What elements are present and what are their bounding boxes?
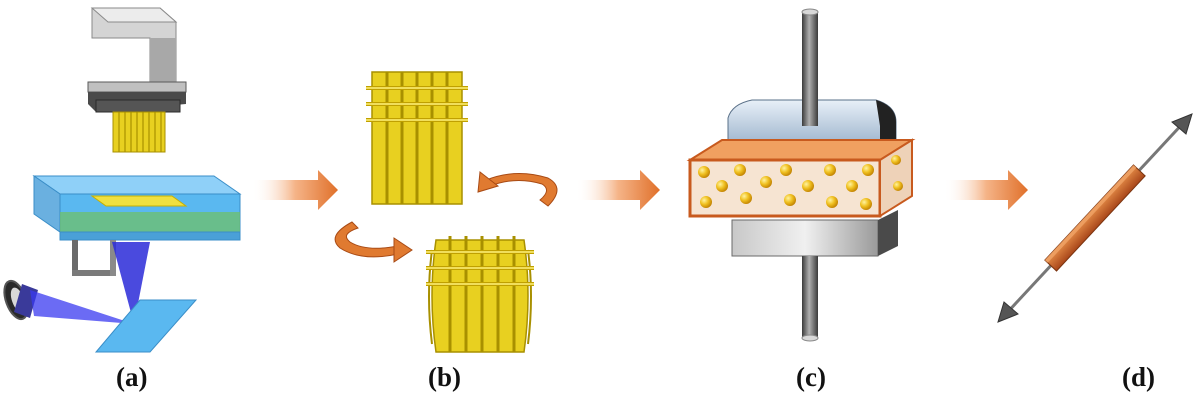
rotation-arrow-bottom <box>334 221 413 263</box>
filler-particles <box>698 155 903 210</box>
load-arrow-top-icon <box>1171 113 1193 135</box>
panel-label-d: (d) <box>1122 362 1155 392</box>
panel-b-lattice <box>334 71 558 353</box>
specimen-bar <box>1044 164 1146 272</box>
panel-label-c: (c) <box>796 362 826 392</box>
process-arrow-a-b <box>252 170 338 210</box>
press-rod-bottom <box>801 256 819 342</box>
bath-stand <box>72 240 116 276</box>
rotation-arrow-top <box>477 171 558 207</box>
panel-label-a: (a) <box>116 362 148 392</box>
lattice-flat <box>366 71 468 205</box>
print-nozzles <box>112 111 166 153</box>
panel-c-press <box>686 8 916 342</box>
lattice-stacked <box>426 236 534 353</box>
process-arrow-c-d <box>944 170 1028 210</box>
resin-bath <box>32 175 242 241</box>
process-arrow-b-c <box>576 170 660 210</box>
panel-label-b: (b) <box>428 362 461 392</box>
print-head <box>87 7 187 113</box>
panel-a-printer <box>3 7 242 353</box>
press-lower-plate <box>731 210 898 257</box>
laser-beams <box>30 242 150 324</box>
composite-specimen <box>686 138 916 218</box>
panel-d-specimen <box>997 113 1193 323</box>
load-arrow-bottom-icon <box>997 301 1019 323</box>
laser-source <box>3 279 38 321</box>
mirror <box>94 299 198 353</box>
